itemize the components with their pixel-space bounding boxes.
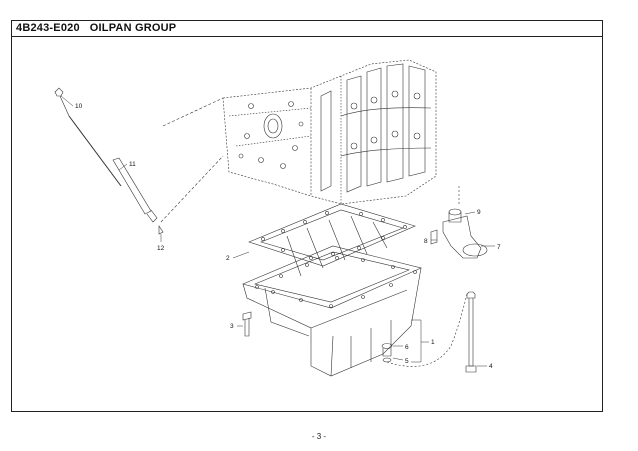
dipstick-assembly bbox=[54, 87, 164, 235]
oil-strainer bbox=[430, 208, 488, 259]
callout-6: 6 bbox=[405, 344, 409, 351]
callout-12: 12 bbox=[157, 245, 165, 252]
callout-2: 2 bbox=[226, 255, 230, 262]
callout-5: 5 bbox=[405, 358, 409, 365]
dipstick-guide-line bbox=[160, 155, 224, 223]
part-group-name: OILPAN GROUP bbox=[89, 22, 177, 34]
callout-10: 10 bbox=[75, 103, 83, 110]
callout-labels: 10 11 12 2 3 9 8 7 6 5 1 4 bbox=[75, 103, 501, 370]
callout-11: 11 bbox=[129, 161, 136, 168]
block-guide-line bbox=[162, 97, 224, 127]
oil-pan bbox=[242, 245, 422, 377]
callout-4: 4 bbox=[489, 363, 493, 370]
diagram-title: 4B243-E020 OILPAN GROUP bbox=[16, 22, 176, 34]
part-group-code: 4B243-E020 bbox=[16, 22, 80, 34]
callout-8: 8 bbox=[424, 238, 428, 245]
callout-1: 1 bbox=[431, 339, 435, 346]
callout-3: 3 bbox=[230, 323, 234, 330]
long-bolt bbox=[465, 291, 477, 373]
diagram-frame: 4B243-E020 OILPAN GROUP bbox=[11, 20, 603, 412]
diagram-header: 4B243-E020 OILPAN GROUP bbox=[12, 21, 602, 37]
pan-ribs bbox=[286, 215, 388, 277]
callout-leaders bbox=[60, 95, 495, 367]
long-bolt-guide-line bbox=[386, 293, 468, 367]
callout-7: 7 bbox=[497, 244, 501, 251]
oilpan-gasket bbox=[248, 203, 416, 267]
engine-block bbox=[222, 59, 437, 205]
page-number: - 3 - bbox=[311, 432, 327, 441]
pan-bolt bbox=[242, 311, 252, 337]
callout-9: 9 bbox=[477, 209, 481, 216]
exploded-parts-drawing: 10 11 12 2 3 9 8 7 6 5 1 4 bbox=[54, 59, 501, 377]
